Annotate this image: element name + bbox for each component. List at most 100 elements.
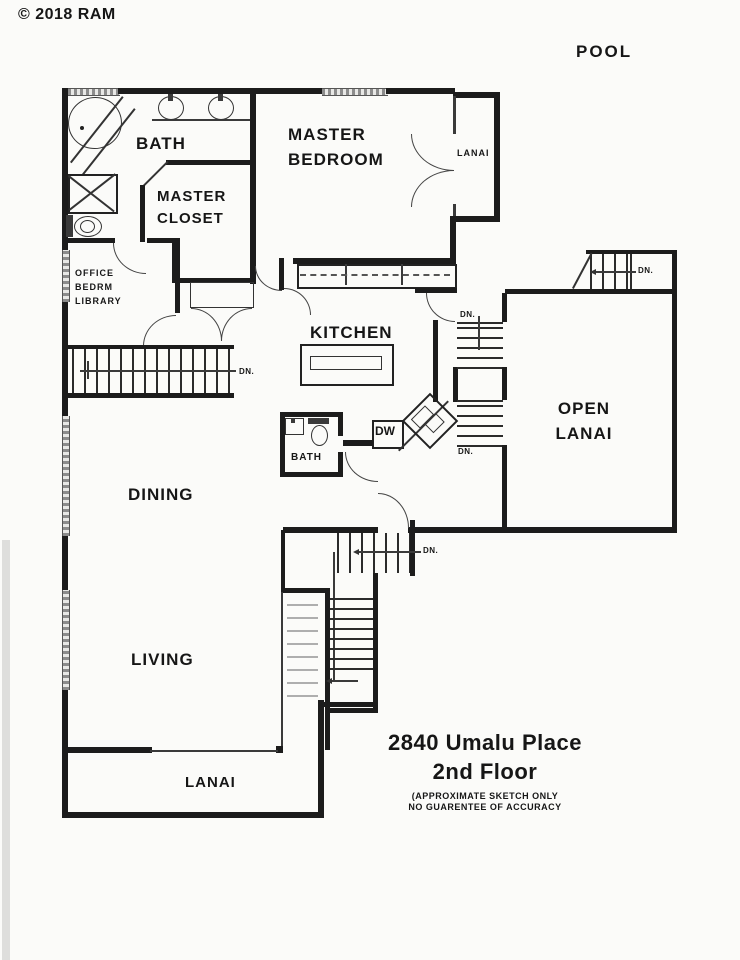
wall xyxy=(118,88,322,94)
dishwasher-label: DW xyxy=(375,424,395,438)
wall xyxy=(172,242,177,282)
wall xyxy=(279,258,284,290)
wall xyxy=(410,520,415,576)
office-line1: OFFICE xyxy=(75,268,114,278)
toilet xyxy=(74,216,102,237)
door-arc xyxy=(411,170,454,207)
wall xyxy=(415,527,677,533)
counter-dash xyxy=(300,274,450,276)
scan-artifact xyxy=(2,540,10,960)
wall xyxy=(453,216,500,222)
master-closet-line1: MASTER xyxy=(157,188,227,205)
wall xyxy=(68,345,234,349)
door-arc xyxy=(378,493,409,528)
master-bath-label: BATH xyxy=(136,134,186,153)
window xyxy=(62,88,120,96)
door-arc xyxy=(284,288,311,315)
disclaimer-line1: (APPROXIMATE SKETCH ONLY xyxy=(411,791,559,801)
dining-label: DINING xyxy=(128,485,194,504)
wall xyxy=(502,293,507,322)
stair-rail-post xyxy=(87,361,89,379)
office-label: OFFICE BEDRM LIBRARY xyxy=(75,266,122,308)
wall xyxy=(250,94,256,284)
wall xyxy=(502,367,507,400)
disclaimer-line2: NO GUARENTEE OF ACCURACY xyxy=(408,802,562,812)
wall xyxy=(68,238,115,243)
wall xyxy=(147,238,180,243)
kitchen-counter xyxy=(297,264,457,289)
wall xyxy=(433,320,438,402)
title-block: 2840 Umalu Place 2nd Floor (APPROXIMATE … xyxy=(360,730,610,812)
wall xyxy=(338,452,343,477)
living-label: LIVING xyxy=(131,650,194,669)
floor-text: 2nd Floor xyxy=(432,759,538,784)
faucet xyxy=(291,418,295,423)
copyright-text: © 2018 RAM xyxy=(18,6,116,23)
dn-label: DN. xyxy=(239,367,255,376)
wall xyxy=(280,412,285,477)
wall xyxy=(453,92,500,98)
stair-rail xyxy=(80,370,236,372)
stair-arrow-line xyxy=(358,551,421,553)
wall xyxy=(62,812,324,818)
door-track xyxy=(150,750,278,752)
wall xyxy=(494,92,500,222)
door-arc xyxy=(191,308,222,341)
wall xyxy=(415,288,457,293)
stair-arrow-head xyxy=(590,269,596,275)
shower xyxy=(68,174,118,214)
dn-label: DN. xyxy=(638,266,654,275)
kitchen-island-inner xyxy=(310,356,382,370)
wall xyxy=(280,412,343,417)
dn-label: DN. xyxy=(458,447,474,456)
staircase xyxy=(330,592,375,670)
dishwasher xyxy=(372,420,404,449)
angled-wall xyxy=(141,160,169,189)
stair-arrow-line xyxy=(478,316,480,350)
master-bedroom-label: MASTER BEDROOM xyxy=(288,122,384,172)
dn-label: DN. xyxy=(460,310,476,319)
stair-arrow-line xyxy=(596,271,636,273)
wall xyxy=(283,527,378,533)
half-bath-label: BATH xyxy=(291,452,323,463)
staircase xyxy=(457,400,503,447)
window xyxy=(62,590,70,690)
tub-drain xyxy=(80,126,84,130)
wall xyxy=(140,185,145,242)
door-arc xyxy=(411,134,454,171)
wall xyxy=(338,412,343,436)
master-closet-line2: CLOSET xyxy=(157,210,224,227)
vanity-counter xyxy=(152,119,252,121)
wall xyxy=(324,702,376,707)
master-bedroom-line1: MASTER xyxy=(288,125,366,144)
faucet xyxy=(218,94,223,101)
wall xyxy=(672,250,677,533)
toilet-tank xyxy=(308,418,329,424)
office-line2: BEDRM xyxy=(75,282,113,292)
address-text: 2840 Umalu Place xyxy=(388,730,582,755)
post xyxy=(276,746,283,753)
wall xyxy=(386,88,455,94)
wall xyxy=(586,250,677,254)
stair-rail xyxy=(281,592,283,750)
open-lanai-line2: LANAI xyxy=(555,424,613,443)
toilet xyxy=(311,425,328,446)
office-line3: LIBRARY xyxy=(75,296,122,306)
toilet-bowl xyxy=(80,220,95,233)
door-arc xyxy=(426,293,455,322)
window xyxy=(62,416,70,536)
wall xyxy=(175,243,180,313)
wall xyxy=(343,440,373,446)
master-bedroom-line2: BEDROOM xyxy=(288,150,384,169)
window xyxy=(322,88,388,96)
wall xyxy=(281,588,330,593)
wall xyxy=(450,216,456,264)
wall xyxy=(453,204,456,218)
stair-arrow-line xyxy=(330,680,358,682)
wall xyxy=(172,278,256,283)
upper-lanai-label: LANAI xyxy=(457,148,490,158)
wall xyxy=(293,258,456,264)
open-lanai-line1: OPEN xyxy=(557,399,611,418)
wall xyxy=(62,747,152,753)
